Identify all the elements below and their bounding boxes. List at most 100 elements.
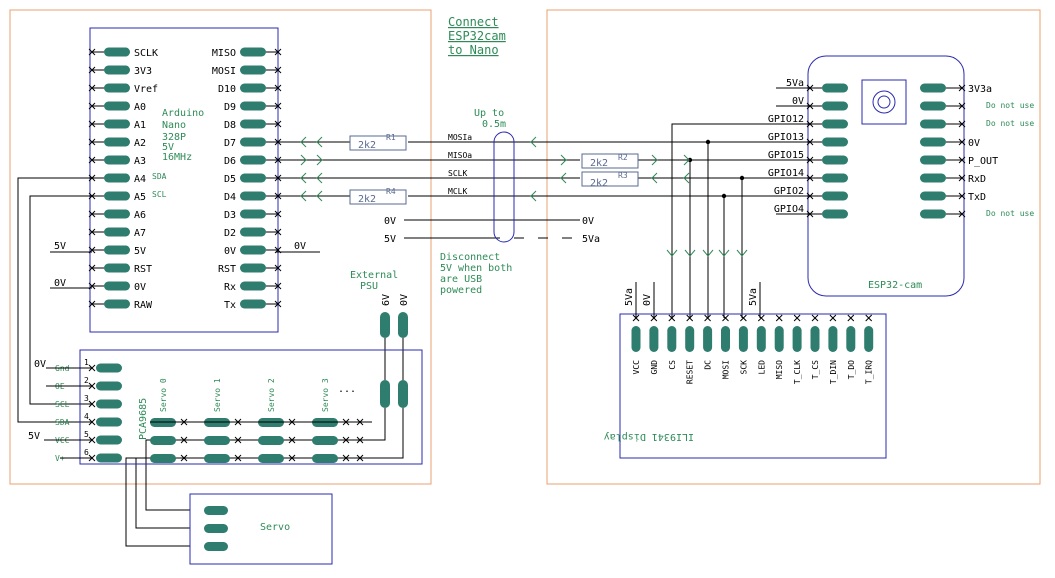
esp32-pin-label: GPIO14 (768, 168, 804, 179)
rail-0v-right: 0V (582, 216, 594, 227)
nano-pin-label: D3 (224, 210, 236, 221)
pca9685-label: PCA9685 (138, 398, 149, 440)
nano-pin-label: Vref (134, 84, 158, 95)
nano-0v-ext-right: 0V (294, 241, 306, 252)
esp32-label: ESP32-cam (868, 280, 922, 291)
junction-dots (687, 139, 745, 199)
nano-pin-right: D8 (224, 119, 282, 131)
pca9685-pin-label: SDA (55, 418, 70, 427)
esp32-pin-left: 0V (776, 96, 848, 111)
nano-pin-right: D4 (224, 191, 282, 203)
servo-more-label: ... (338, 384, 356, 395)
display-pin-label: T_DIN (829, 360, 838, 384)
nano-pin-right: D2 (224, 227, 282, 239)
psu-label-2: PSU (360, 281, 378, 292)
nano-0v-ext-left: 0V (54, 278, 66, 289)
display-top-5va: 5Va (624, 288, 635, 306)
esp32-pin-label: GPIO13 (768, 132, 804, 143)
signal-mclk: MCLK (448, 187, 467, 196)
psu-label-1: External (350, 270, 398, 281)
nano-pin-right: D7 (224, 137, 282, 149)
nano-pin-left: 0V (88, 281, 146, 293)
pca9685-pin-number: 6 (84, 448, 89, 457)
nano-pin-label: D10 (218, 84, 236, 95)
display-pin-label: MISO (775, 360, 784, 379)
servo-header-label: Servo 0 (159, 378, 168, 412)
nano-sheet-frame (9, 9, 432, 485)
pca9685-pin-number: 1 (84, 358, 89, 367)
r2-value: 2k2 (590, 158, 608, 169)
display-pin: MOSI (721, 314, 731, 379)
esp32-pin-label: GPIO2 (774, 186, 804, 197)
nano-pin-right: D3 (224, 209, 282, 221)
servo-header: Servo 2 (258, 378, 284, 463)
nano-pin-label: 0V (134, 282, 146, 293)
display-pin: T_CS (810, 314, 820, 379)
display-pin: SCK (738, 314, 748, 374)
esp32-pin-label: 3V3a (968, 84, 992, 95)
r3-name: R3 (618, 171, 628, 180)
esp32-pin-label: Do not use (986, 209, 1034, 218)
nano-info-4: 5V (162, 142, 174, 153)
rail-5va-right: 5Va (582, 234, 600, 245)
nano-pin-right: D5 (224, 173, 282, 185)
nano-pin-right: 0V (224, 245, 282, 257)
servo-box (189, 493, 333, 565)
display-pin-label: T_DO (847, 360, 856, 379)
display-label: ILI9341 Display (604, 431, 694, 442)
psu-pin-6v: 6V (381, 294, 392, 306)
nano-pin-right: D10 (218, 83, 282, 95)
esp32-pin-label: GPIO4 (774, 204, 804, 215)
nano-pin-left: A2 (88, 137, 146, 149)
esp32-pin-label: TxD (968, 192, 986, 203)
disconnect-note-4: powered (440, 285, 482, 296)
esp32-pin-right: Do not use (920, 119, 1034, 129)
nano-info-5: 16MHz (162, 152, 192, 163)
nano-pin-label: A0 (134, 102, 146, 113)
nano-pin-left: 3V3 (88, 65, 152, 77)
display-pin-label: T_CLK (793, 360, 802, 384)
nano-pin-right: D9 (224, 101, 282, 113)
rail-0v-left: 0V (384, 216, 396, 227)
r3-value: 2k2 (590, 178, 608, 189)
display-power-wires (635, 282, 761, 318)
display-pin: T_DO (846, 314, 856, 379)
signal-wires (276, 123, 800, 318)
esp32-pin-label: GPIO15 (768, 150, 804, 161)
nano-pin-right: Rx (224, 281, 282, 293)
display-pin-label: VCC (632, 360, 641, 375)
cable-note-2: 0.5m (482, 119, 506, 130)
servo-header: Servo 3 (312, 378, 338, 463)
servo-rail-wires (150, 418, 372, 462)
nano-pin-label: A5 (134, 192, 146, 203)
title-line-3: to Nano (448, 43, 499, 57)
nano-pin-label: Rx (224, 282, 236, 293)
resistor-r2: 2k2 R2 (581, 153, 639, 169)
servo-header-label: Servo 3 (321, 378, 330, 412)
pca-0v-ext: 0V (34, 359, 46, 370)
resistor-r3: 2k2 R3 (581, 171, 639, 189)
nano-5v-ext: 5V (54, 241, 66, 252)
display-top-5va-led: 5Va (748, 288, 759, 306)
esp32-pin-right: P_OUT (920, 155, 998, 167)
nano-pin-label: D6 (224, 156, 236, 167)
esp32-pin-left: GPIO12 (768, 114, 848, 129)
esp32-pin-left: GPIO13 (768, 132, 848, 147)
display-box (619, 313, 887, 459)
nano-pin-label: D7 (224, 138, 236, 149)
esp32-pin-label: 0V (792, 96, 804, 107)
pca9685-pin-label: V+ (55, 454, 65, 463)
signal-misoa: MISOa (448, 151, 472, 160)
servo-label: Servo (260, 522, 290, 533)
display-pin-label: T_CS (811, 360, 820, 379)
nano-pin-right: RST (218, 263, 282, 275)
esp32-pin-label: Do not use (986, 101, 1034, 110)
display-pin: T_DIN (828, 314, 838, 384)
pca9685-pin-number: 3 (84, 394, 89, 403)
